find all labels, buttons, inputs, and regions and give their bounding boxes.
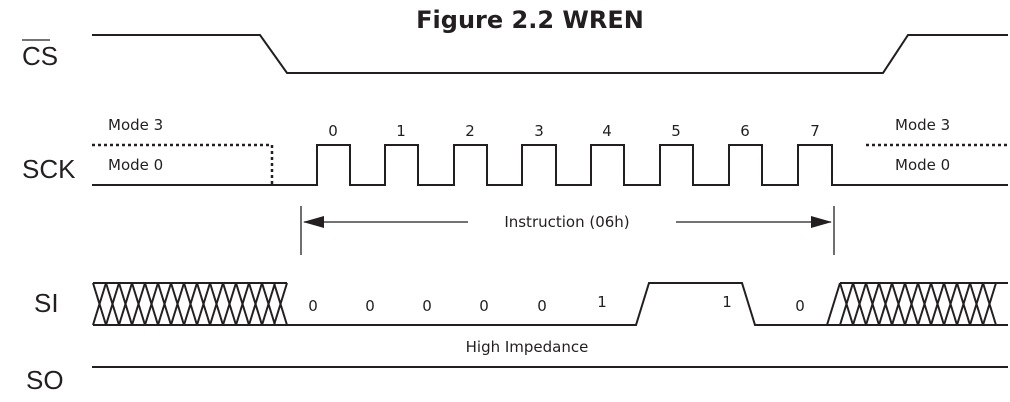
si-hatch-left-cross-b-0 — [92, 282, 107, 326]
si-hatch-right-cross-b-10 — [969, 282, 984, 326]
si-hatch-left-cross-b-7 — [183, 282, 198, 326]
si-hatch-left-cross-b-6 — [170, 282, 185, 326]
si-hatch-right-cross-b-9 — [956, 282, 971, 326]
sck-mode0-left: Mode 0 — [108, 156, 163, 174]
si-hatch-right-cross-b-7 — [930, 282, 945, 326]
si-waveform — [273, 282, 841, 326]
si-hatch-left-cross-b-5 — [157, 282, 172, 326]
si-hatch-left-cross-b-9 — [209, 282, 224, 326]
instruction-arrowhead-right — [811, 216, 832, 228]
signal-label-sck: SCK — [22, 154, 76, 184]
si-bit-values: 0 0 0 0 0 1 1 0 — [308, 293, 805, 315]
si-hatch-right-cross-b-4 — [891, 282, 906, 326]
si-hatch-right-cross-b-0 — [839, 282, 854, 326]
si-hatch-left-cross-b-4 — [144, 282, 159, 326]
sck-mode3-left: Mode 3 — [108, 116, 163, 134]
si-hatch-left-cross-b-2 — [118, 282, 133, 326]
sck-clock-number-1: 1 — [396, 122, 406, 140]
si-bit-2: 0 — [422, 297, 432, 315]
si-dont-care-right — [839, 282, 1008, 326]
si-hatch-left-cross-b-10 — [222, 282, 237, 326]
si-hatch-left-cross-b-3 — [131, 282, 146, 326]
instruction-label: Instruction (06h) — [504, 213, 629, 231]
si-hatch-left-cross-b-13 — [261, 282, 276, 326]
si-dont-care-left — [92, 282, 287, 326]
figure-title: Figure 2.2 WREN — [416, 6, 644, 34]
si-hatch-left-border — [93, 282, 287, 326]
sck-clock-number-2: 2 — [465, 122, 475, 140]
si-hatch-right-cross-b-11 — [982, 282, 997, 326]
si-hatch-left-cross-b-8 — [196, 282, 211, 326]
cs-waveform — [92, 34, 1008, 74]
si-bit-7: 0 — [795, 297, 805, 315]
sck-clock-number-4: 4 — [602, 122, 612, 140]
sck-clock-number-5: 5 — [671, 122, 681, 140]
si-hatch-right-cross-b-1 — [852, 282, 867, 326]
si-hatch-left-cross-b-11 — [235, 282, 250, 326]
signal-label-cs: CS — [22, 41, 58, 71]
sck-waveform — [92, 144, 1008, 186]
signal-label-so: SO — [26, 365, 64, 395]
si-bit-3: 0 — [479, 297, 489, 315]
si-bit-4: 0 — [537, 297, 547, 315]
si-bit-0: 0 — [308, 297, 318, 315]
si-bit-1: 0 — [365, 297, 375, 315]
si-hatch-right-border — [840, 282, 1008, 326]
so-label: High Impedance — [466, 338, 589, 356]
sck-mode0-right: Mode 0 — [895, 156, 950, 174]
instruction-arrowhead-left — [303, 216, 324, 228]
si-hatch-right-cross-b-3 — [878, 282, 893, 326]
si-hatch-left-cross-b-12 — [248, 282, 263, 326]
sck-clock-numbers: 0 1 2 3 4 5 6 7 — [328, 122, 820, 140]
sck-clock-number-6: 6 — [740, 122, 750, 140]
sck-mode3-right: Mode 3 — [895, 116, 950, 134]
sck-clock-number-0: 0 — [328, 122, 338, 140]
si-hatch-right-cross-b-6 — [917, 282, 932, 326]
si-bit-5: 1 — [597, 293, 607, 311]
si-hatch-right-cross-b-2 — [865, 282, 880, 326]
sck-clock-number-7: 7 — [810, 122, 820, 140]
si-bit-6: 1 — [722, 293, 732, 311]
si-hatch-right-cross-b-5 — [904, 282, 919, 326]
si-hatch-left-cross-b-1 — [105, 282, 120, 326]
si-hatch-right-cross-b-8 — [943, 282, 958, 326]
signal-label-si: SI — [34, 288, 59, 318]
sck-clock-number-3: 3 — [534, 122, 544, 140]
sck-mode3-dashed-left — [92, 143, 274, 185]
